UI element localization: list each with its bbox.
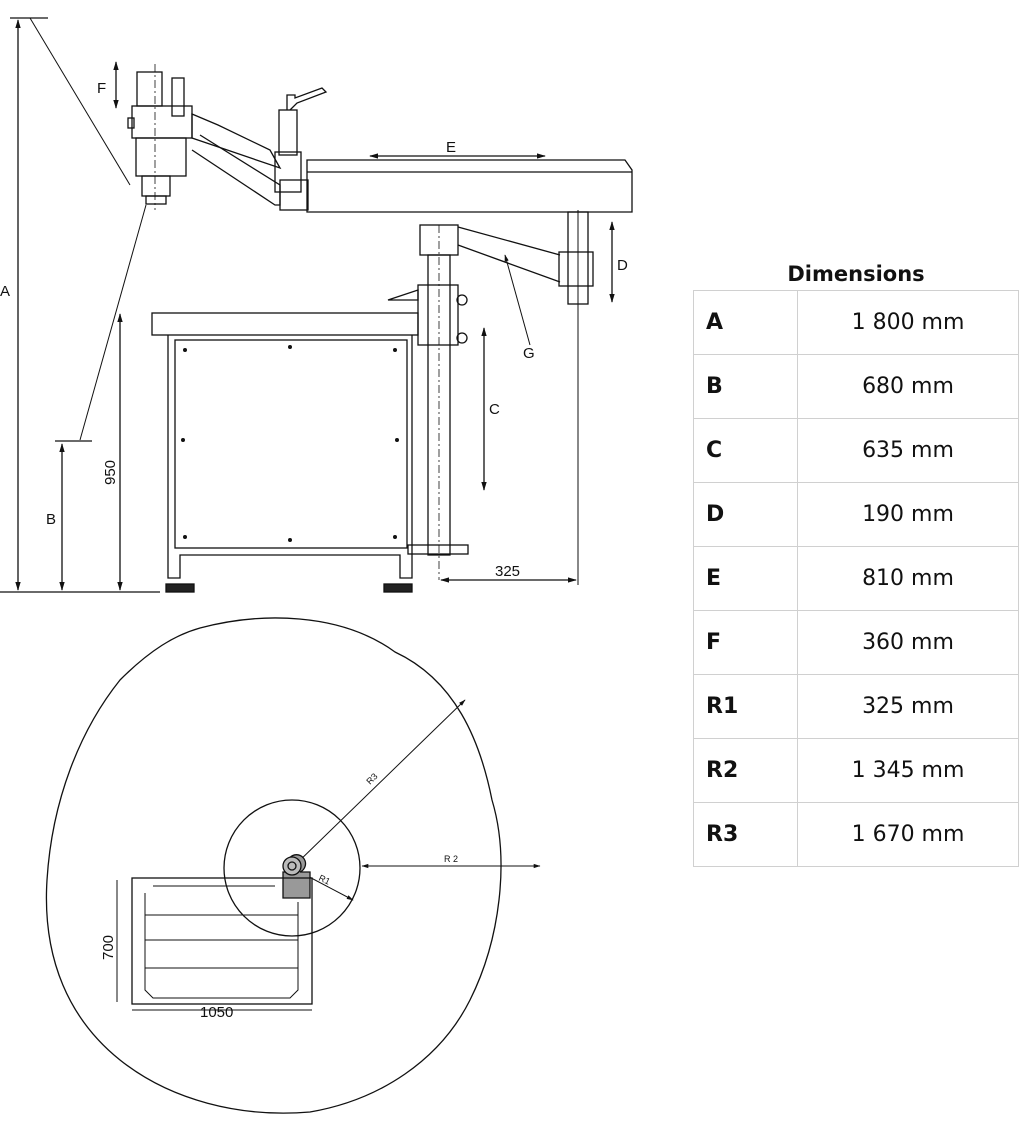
- label-G: G: [523, 345, 535, 362]
- dimension-value: 1 800 mm: [797, 290, 1019, 355]
- label-A: A: [0, 283, 10, 300]
- dimension-key: E: [693, 546, 798, 611]
- label-F: F: [97, 80, 106, 97]
- dimension-key: R3: [693, 802, 798, 867]
- label-1050: 1050: [200, 1004, 233, 1021]
- top-view: R3 R 2 R1 700 1050: [45, 617, 541, 1114]
- dimension-value: 635 mm: [797, 418, 1019, 483]
- label-D: D: [617, 257, 628, 274]
- dimension-key: A: [693, 290, 798, 355]
- dimensions-title: Dimensions: [787, 262, 925, 286]
- dimension-value: 1 670 mm: [797, 802, 1019, 867]
- label-325: 325: [495, 563, 520, 580]
- label-950: 950: [102, 460, 119, 485]
- dimension-value: 1 345 mm: [797, 738, 1019, 803]
- dimension-value: 190 mm: [797, 482, 1019, 547]
- dimension-value: 360 mm: [797, 610, 1019, 675]
- label-700: 700: [100, 935, 117, 960]
- label-R1: R1: [317, 873, 332, 887]
- side-view: A B 950 F E D G: [0, 17, 633, 593]
- dimension-value: 680 mm: [797, 354, 1019, 419]
- dimension-key: R1: [693, 674, 798, 739]
- dimension-value: 325 mm: [797, 674, 1019, 739]
- dimension-key: D: [693, 482, 798, 547]
- label-E: E: [446, 139, 456, 156]
- dimension-key: F: [693, 610, 798, 675]
- dimension-value: 810 mm: [797, 546, 1019, 611]
- label-C: C: [489, 401, 500, 418]
- label-R3: R3: [364, 771, 379, 786]
- label-B: B: [46, 511, 56, 528]
- dimension-key: B: [693, 354, 798, 419]
- dimension-key: R2: [693, 738, 798, 803]
- label-R2: R 2: [444, 854, 458, 864]
- dimension-key: C: [693, 418, 798, 483]
